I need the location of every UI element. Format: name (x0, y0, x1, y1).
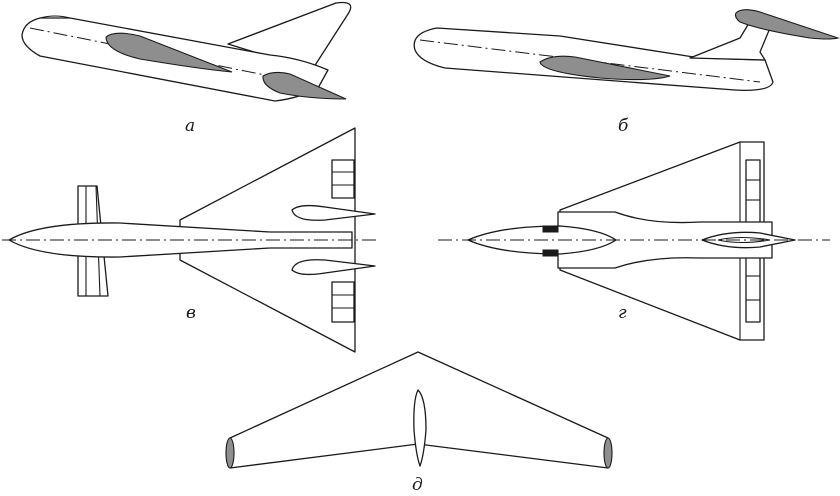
panel-a-label: а (185, 116, 195, 136)
panel-d-tip-left (225, 437, 235, 469)
panel-v: в (2, 127, 376, 353)
panel-b: б (413, 9, 840, 136)
panel-a-tail-section (262, 71, 347, 100)
panel-g-label: г (618, 303, 627, 323)
panel-v-elevons-bottom (331, 281, 355, 323)
panel-b-wing-section (539, 55, 671, 81)
panel-d-label: д (412, 475, 423, 495)
panel-b-fuselage (413, 27, 774, 91)
panel-g-canopy (701, 231, 796, 249)
panel-d-fin (413, 389, 427, 467)
panel-v-elevons-top (331, 159, 355, 199)
panel-g-intake-bottom (542, 249, 559, 257)
panel-v-label: в (186, 303, 196, 323)
panel-v-nacelle-bottom (291, 259, 376, 276)
panel-a-wing-section (105, 32, 233, 73)
panel-g-intake-top (542, 225, 559, 233)
panel-b-stabilizer (734, 9, 840, 40)
panel-d: д (225, 351, 613, 495)
panel-a-canopy (39, 15, 71, 19)
panel-g: г (438, 141, 830, 341)
panel-a: а (21, 1, 352, 136)
panel-d-tip-right (603, 437, 613, 469)
panel-b-label: б (618, 116, 629, 136)
panel-v-nacelle-top (291, 204, 376, 221)
